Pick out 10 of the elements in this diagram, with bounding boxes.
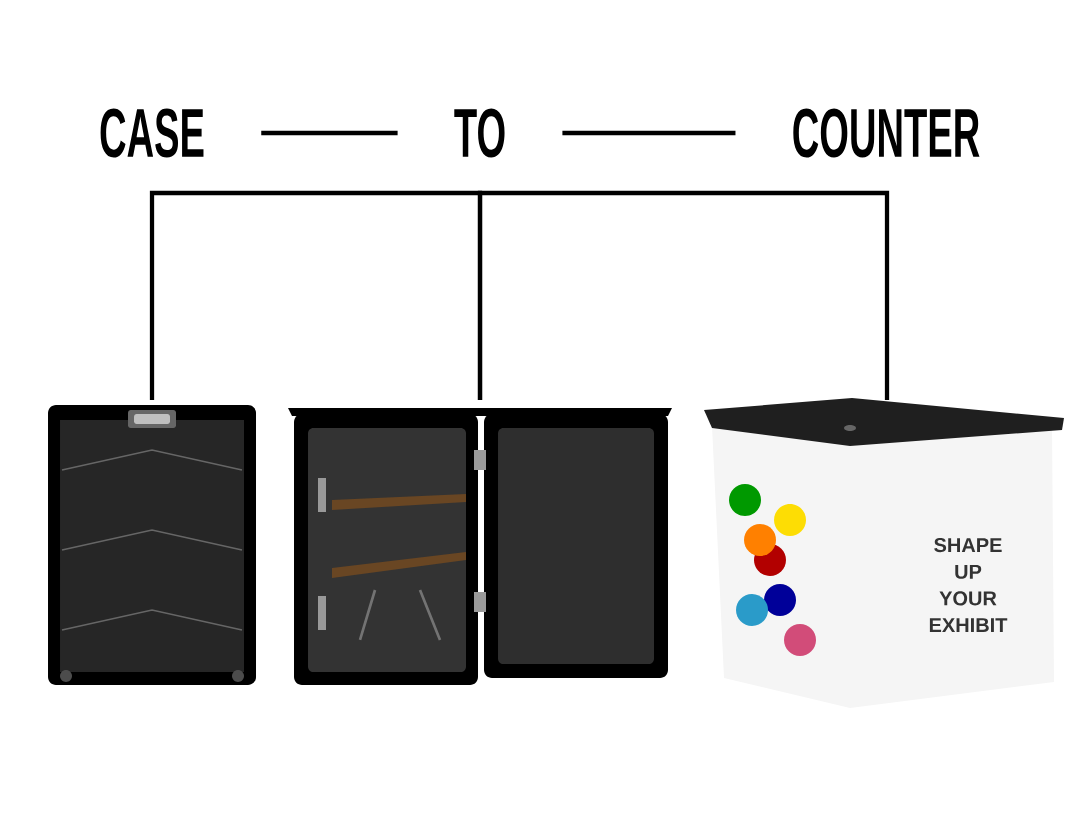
dash-line: [562, 130, 736, 136]
bracket-line: [477, 190, 890, 401]
counter-drawing: [704, 398, 1064, 708]
open-case-drawing: [288, 408, 672, 685]
slogan-text: SHAPE UP YOUR EXHIBIT: [929, 538, 1008, 632]
case-drawing: [48, 405, 256, 685]
heading-word: COUNTER: [793, 108, 980, 158]
dash-line: [261, 130, 398, 136]
heading-word: CASE: [100, 108, 204, 158]
heading-word: TO: [454, 108, 505, 158]
